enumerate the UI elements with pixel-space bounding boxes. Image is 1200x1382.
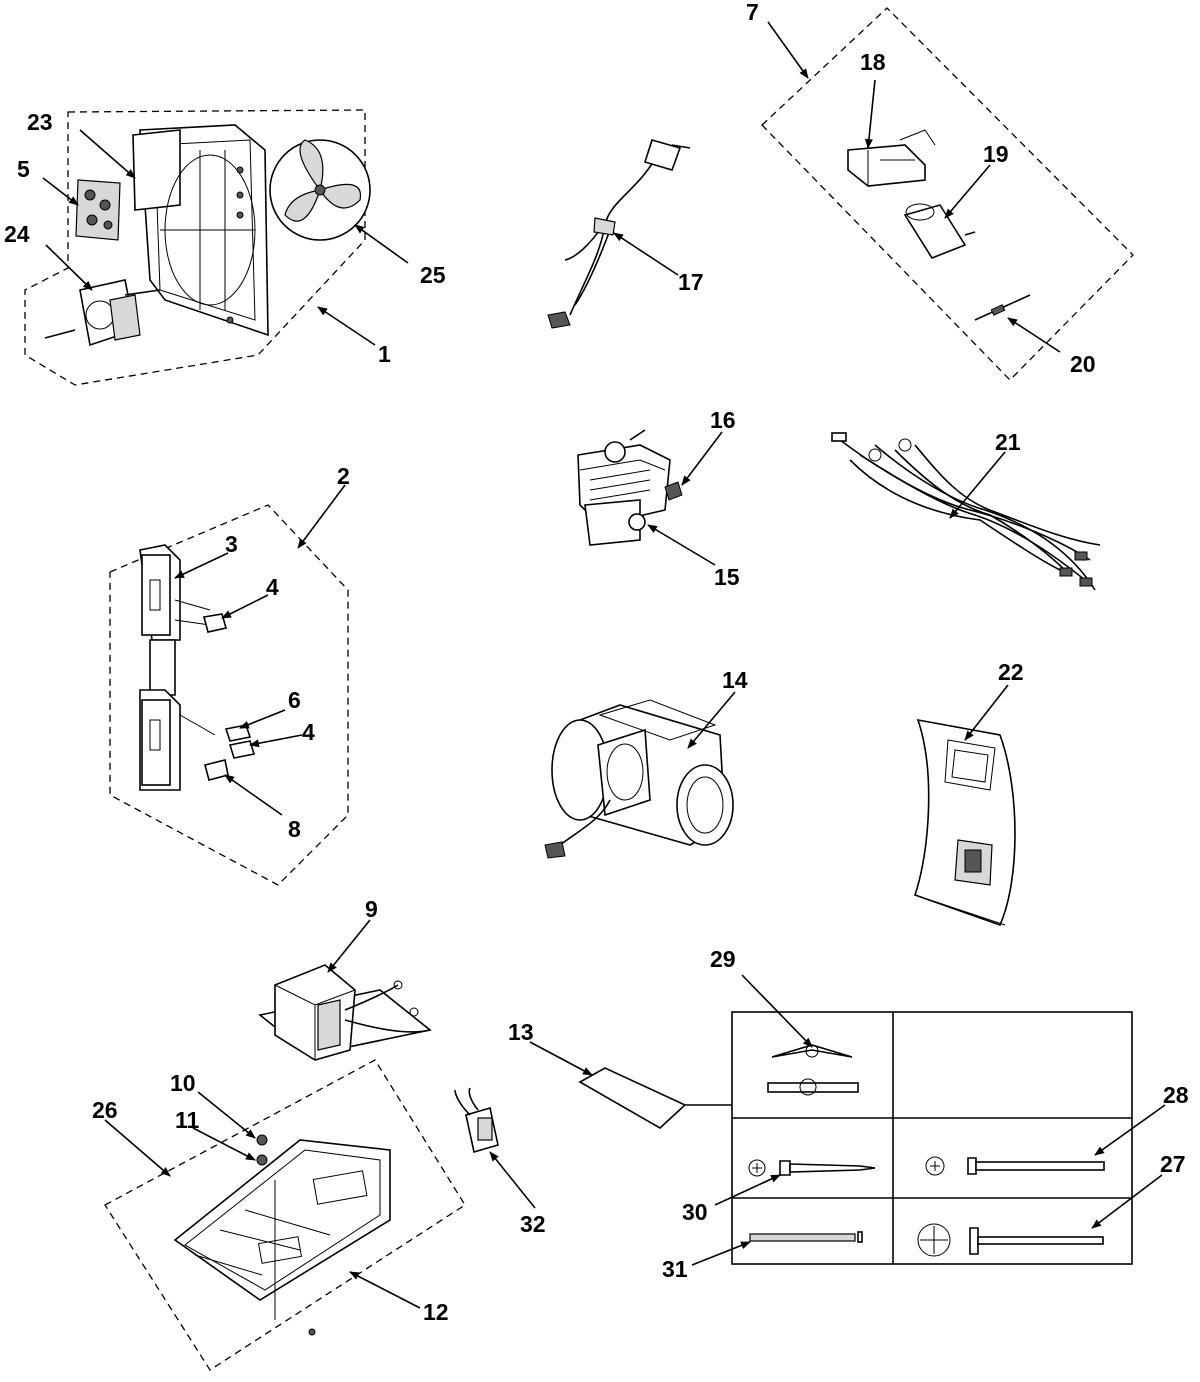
callout-20: 20: [1070, 351, 1096, 377]
callout-25: 25: [420, 262, 446, 288]
switch-4-bottom: [228, 740, 256, 759]
hardware-bag: [578, 1067, 732, 1129]
fan-motor: [44, 279, 161, 347]
callout-16: 16: [710, 407, 736, 433]
callout-5: 5: [17, 156, 30, 182]
capacitor-bracket: [847, 129, 936, 187]
switch-8: [204, 759, 229, 781]
toggle-bolt: [767, 1044, 859, 1096]
callout-18: 18: [860, 49, 886, 75]
callout-4-top: 4: [266, 574, 279, 600]
power-cord: [547, 139, 691, 329]
callout-28: 28: [1163, 1082, 1189, 1108]
callout-17: 17: [678, 269, 704, 295]
blower-motor: [544, 699, 734, 859]
magnetron: [577, 429, 683, 546]
callout-8: 8: [288, 816, 301, 842]
wire-harness: [831, 432, 1101, 591]
callout-27: 27: [1160, 1151, 1186, 1177]
callout-29: 29: [710, 946, 736, 972]
callout-7: 7: [746, 0, 759, 25]
callout-12: 12: [423, 1299, 449, 1325]
small-transformer: [454, 1087, 499, 1154]
callout-14: 14: [722, 667, 748, 693]
callout-4-bottom: 4: [302, 719, 315, 745]
callout-22: 22: [998, 659, 1024, 685]
wood-screw: [748, 1159, 876, 1177]
switch-4-top: [203, 613, 228, 633]
callout-9: 9: [365, 896, 378, 922]
callout-labels: 23 5 24 25 1 7 18 19 20 17 16 15 21 2 3 …: [4, 0, 1189, 1325]
diode: [974, 294, 1031, 321]
callout-15: 15: [714, 564, 740, 590]
callout-19: 19: [983, 141, 1009, 167]
leader-lines: [42, 21, 1166, 1309]
long-bolt: [917, 1223, 1104, 1257]
callout-26: 26: [92, 1097, 118, 1123]
assembly-2-switch: [109, 504, 349, 886]
circuit-board: [75, 179, 121, 241]
callout-13: 13: [508, 1019, 534, 1045]
callout-23: 23: [27, 109, 53, 135]
callout-1: 1: [378, 341, 391, 367]
callout-24: 24: [4, 221, 30, 247]
callout-21: 21: [995, 429, 1021, 455]
assembly-7-capacitor: [761, 7, 1134, 381]
callout-2: 2: [337, 463, 350, 489]
ruler-strip: [749, 1231, 863, 1243]
capacitor: [903, 203, 976, 259]
callout-3: 3: [225, 531, 238, 557]
callout-32: 32: [520, 1211, 546, 1237]
transformer: [258, 964, 432, 1061]
callout-6: 6: [288, 687, 301, 713]
callout-31: 31: [662, 1256, 688, 1282]
fan-blade: [269, 139, 371, 241]
assembly-1-fan-bracket: [24, 109, 371, 386]
callout-11: 11: [175, 1107, 200, 1133]
hardware-table: [731, 1011, 1133, 1265]
machine-bolt: [925, 1156, 1105, 1176]
control-panel: [913, 718, 1016, 927]
callout-10: 10: [170, 1070, 196, 1096]
switch-6: [224, 724, 252, 742]
callout-30: 30: [682, 1199, 708, 1225]
assembly-26-base: [104, 1059, 466, 1371]
